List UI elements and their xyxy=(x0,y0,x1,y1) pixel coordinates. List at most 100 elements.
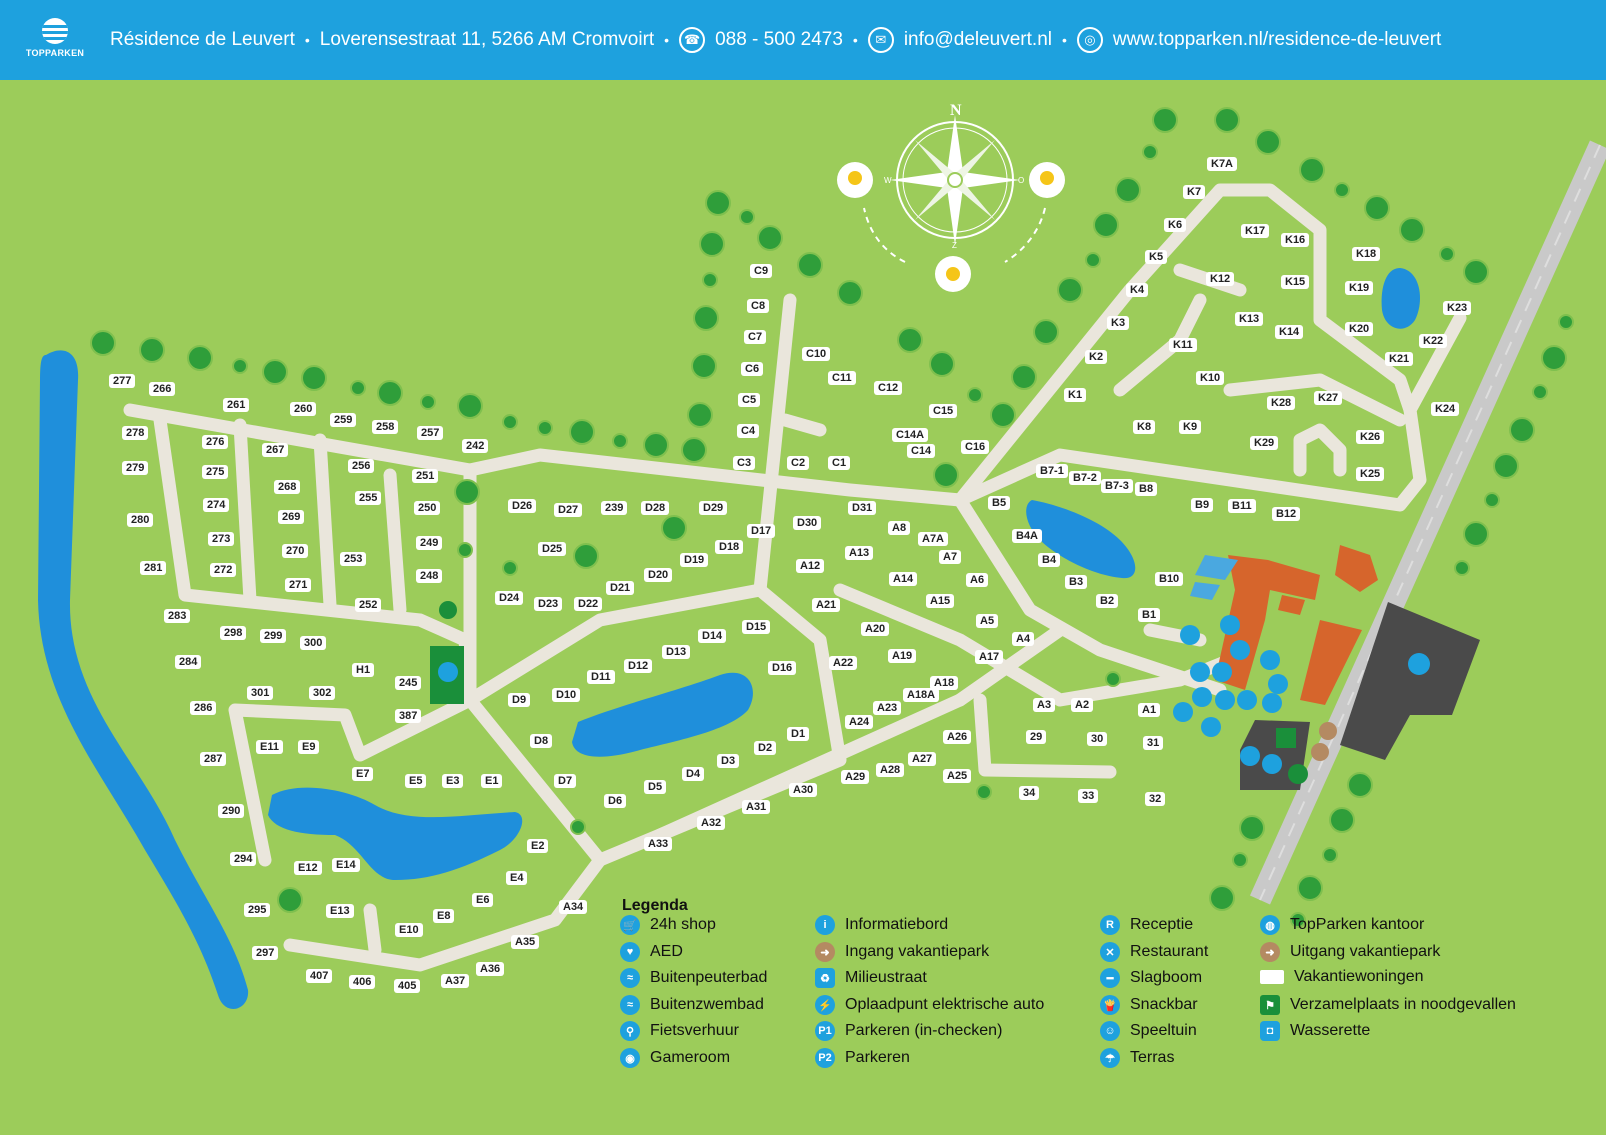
plot-label[interactable]: B4 xyxy=(1038,553,1061,567)
plot-label[interactable]: 272 xyxy=(210,563,237,577)
plot-label[interactable]: 298 xyxy=(220,626,247,640)
plot-label[interactable]: C7 xyxy=(744,330,767,344)
plot-label[interactable]: D13 xyxy=(662,645,691,659)
plot-label[interactable]: K29 xyxy=(1250,436,1279,450)
plot-label[interactable]: A31 xyxy=(742,800,771,814)
plot-label[interactable]: 405 xyxy=(394,979,421,993)
plot-label[interactable]: A22 xyxy=(829,656,858,670)
plot-label[interactable]: C16 xyxy=(961,440,990,454)
plot-label[interactable]: 266 xyxy=(149,382,176,396)
plot-label[interactable]: D29 xyxy=(699,501,728,515)
plot-label[interactable]: C5 xyxy=(738,393,761,407)
website-link[interactable]: www.topparken.nl/residence-de-leuvert xyxy=(1112,29,1442,50)
plot-label[interactable]: A6 xyxy=(966,573,989,587)
plot-label[interactable]: 295 xyxy=(244,903,271,917)
plot-label[interactable]: B5 xyxy=(988,496,1011,510)
plot-label[interactable]: K14 xyxy=(1275,325,1304,339)
plot-label[interactable]: B10 xyxy=(1155,572,1184,586)
plot-label[interactable]: D22 xyxy=(574,597,603,611)
plot-label[interactable]: B4A xyxy=(1012,529,1043,543)
plot-label[interactable]: A36 xyxy=(476,962,505,976)
plot-label[interactable]: A5 xyxy=(976,614,999,628)
plot-label[interactable]: 273 xyxy=(208,532,235,546)
plot-label[interactable]: C12 xyxy=(874,381,903,395)
plot-label[interactable]: 269 xyxy=(278,510,305,524)
plot-label[interactable]: D8 xyxy=(530,734,553,748)
plot-label[interactable]: 287 xyxy=(200,752,227,766)
plot-label[interactable]: A4 xyxy=(1012,632,1035,646)
plot-label[interactable]: A17 xyxy=(975,650,1004,664)
plot-label[interactable]: 258 xyxy=(372,420,399,434)
plot-label[interactable]: 249 xyxy=(416,536,443,550)
plot-label[interactable]: D10 xyxy=(552,688,581,702)
plot-label[interactable]: 407 xyxy=(306,969,333,983)
plot-label[interactable]: B7-3 xyxy=(1101,479,1133,493)
plot-label[interactable]: K15 xyxy=(1281,275,1310,289)
plot-label[interactable]: K17 xyxy=(1241,224,1270,238)
plot-label[interactable]: 251 xyxy=(412,469,439,483)
plot-label[interactable]: K11 xyxy=(1169,338,1197,352)
plot-label[interactable]: A29 xyxy=(841,770,870,784)
plot-label[interactable]: B9 xyxy=(1191,498,1214,512)
plot-label[interactable]: 29 xyxy=(1026,730,1047,744)
plot-label[interactable]: E7 xyxy=(352,767,374,781)
plot-label[interactable]: D17 xyxy=(747,524,776,538)
plot-label[interactable]: D9 xyxy=(508,693,531,707)
plot-label[interactable]: K7 xyxy=(1183,185,1206,199)
plot-label[interactable]: A20 xyxy=(861,622,890,636)
plot-label[interactable]: E12 xyxy=(294,861,322,875)
plot-label[interactable]: 252 xyxy=(355,598,382,612)
plot-label[interactable]: C2 xyxy=(787,456,810,470)
plot-label[interactable]: A33 xyxy=(644,837,673,851)
plot-label[interactable]: 255 xyxy=(355,491,382,505)
plot-label[interactable]: C6 xyxy=(741,362,764,376)
plot-label[interactable]: C11 xyxy=(828,371,856,385)
plot-label[interactable]: A23 xyxy=(873,701,902,715)
plot-label[interactable]: K4 xyxy=(1126,283,1149,297)
plot-label[interactable]: E2 xyxy=(527,839,549,853)
plot-label[interactable]: E14 xyxy=(332,858,360,872)
plot-label[interactable]: 281 xyxy=(140,561,167,575)
plot-label[interactable]: 253 xyxy=(340,552,367,566)
plot-label[interactable]: K16 xyxy=(1281,233,1310,247)
plot-label[interactable]: A2 xyxy=(1071,698,1094,712)
plot-label[interactable]: C9 xyxy=(750,264,773,278)
plot-label[interactable]: 294 xyxy=(230,852,257,866)
plot-label[interactable]: A28 xyxy=(876,763,905,777)
plot-label[interactable]: D7 xyxy=(554,774,577,788)
plot-label[interactable]: A13 xyxy=(845,546,874,560)
plot-label[interactable]: A26 xyxy=(943,730,972,744)
plot-label[interactable]: C14 xyxy=(907,444,936,458)
plot-label[interactable]: C4 xyxy=(737,424,760,438)
plot-label[interactable]: D2 xyxy=(754,741,777,755)
plot-label[interactable]: D16 xyxy=(768,661,797,675)
plot-label[interactable]: B1 xyxy=(1138,608,1161,622)
plot-label[interactable]: 34 xyxy=(1019,786,1040,800)
plot-label[interactable]: D23 xyxy=(534,597,563,611)
plot-label[interactable]: K27 xyxy=(1314,391,1343,405)
plot-label[interactable]: D26 xyxy=(508,499,537,513)
plot-label[interactable]: E11 xyxy=(256,740,283,754)
plot-label[interactable]: A7A xyxy=(918,532,949,546)
plot-label[interactable]: D6 xyxy=(604,794,627,808)
plot-label[interactable]: 259 xyxy=(330,413,357,427)
plot-label[interactable]: A30 xyxy=(789,783,818,797)
plot-label[interactable]: D30 xyxy=(793,516,822,530)
plot-label[interactable]: D28 xyxy=(641,501,670,515)
plot-label[interactable]: E1 xyxy=(481,774,503,788)
plot-label[interactable]: K19 xyxy=(1345,281,1374,295)
plot-label[interactable]: 406 xyxy=(349,975,376,989)
plot-label[interactable]: A25 xyxy=(943,769,972,783)
plot-label[interactable]: E13 xyxy=(326,904,354,918)
phone-number[interactable]: 088 - 500 2473 xyxy=(715,29,843,50)
plot-label[interactable]: A35 xyxy=(511,935,540,949)
plot-label[interactable]: B3 xyxy=(1065,575,1088,589)
plot-label[interactable]: D14 xyxy=(698,629,727,643)
plot-label[interactable]: A32 xyxy=(697,816,726,830)
plot-label[interactable]: K9 xyxy=(1179,420,1202,434)
plot-label[interactable]: K5 xyxy=(1145,250,1168,264)
plot-label[interactable]: D24 xyxy=(495,591,524,605)
plot-label[interactable]: 286 xyxy=(190,701,217,715)
plot-label[interactable]: A18 xyxy=(930,676,959,690)
plot-label[interactable]: 33 xyxy=(1078,789,1099,803)
